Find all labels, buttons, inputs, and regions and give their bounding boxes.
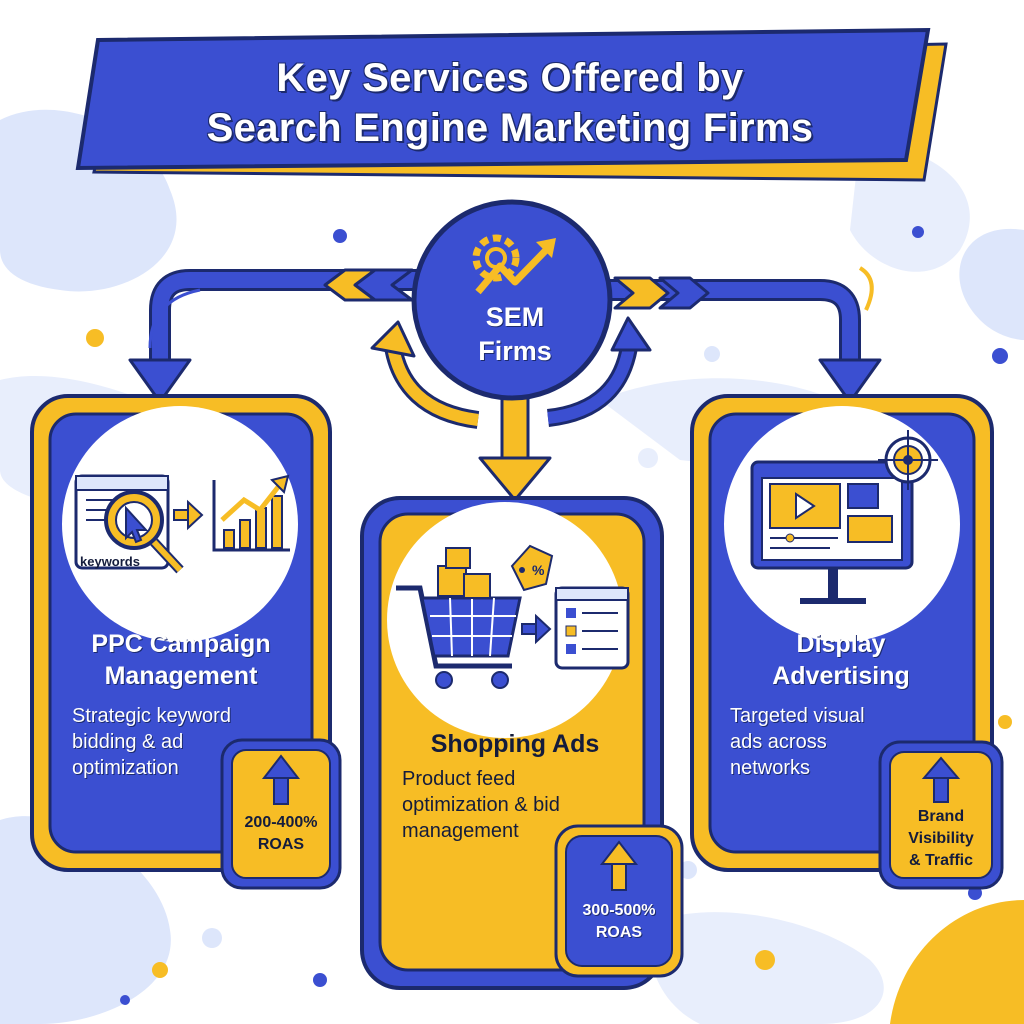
ppc-desc-line-1: Strategic keyword	[72, 705, 231, 727]
roas-badge-shopping	[554, 824, 684, 978]
billboard-monitor-icon	[750, 460, 914, 604]
shopping-badge-line-1: 300-500%	[582, 902, 656, 919]
ppc-description: Strategic keyword bidding & ad optimizat…	[72, 703, 282, 781]
service-card-display	[690, 394, 1004, 890]
shopping-description: Product feed optimization & bid manageme…	[402, 766, 632, 844]
shopping-title: Shopping Ads	[390, 728, 640, 760]
display-badge-line-2: Visibility	[908, 830, 974, 847]
target-icon	[878, 430, 938, 490]
title-line-1: Key Services Offered by	[276, 56, 744, 100]
shopping-desc-line-3: management	[402, 820, 519, 842]
service-card-shopping: %	[360, 496, 684, 990]
up-arrow-icon	[921, 756, 961, 803]
connector-arrows	[128, 266, 882, 502]
shopping-badge-text: 300-500% ROAS	[566, 900, 672, 944]
growth-chart-icon	[212, 474, 290, 552]
keyword-search-icon	[74, 474, 184, 574]
arrow-right-icon	[173, 499, 204, 531]
ppc-title-line-1: PPC Campaign	[91, 630, 271, 658]
ppc-badge-line-1: 200-400%	[244, 814, 318, 831]
shopping-cart-icon	[396, 547, 522, 689]
display-badge-line-3: & Traffic	[908, 852, 973, 869]
display-badge-line-1: Brand	[917, 808, 965, 825]
price-tag-icon: %	[510, 544, 554, 592]
roas-badge-ppc	[220, 738, 342, 890]
display-desc-line-2: ads across	[730, 731, 827, 753]
ppc-title: PPC Campaign Management	[56, 628, 306, 692]
display-description: Targeted visual ads across networks	[730, 703, 930, 781]
hub-label-line-2: Firms	[478, 336, 552, 366]
display-title: Display Advertising	[716, 628, 966, 692]
ppc-desc-line-2: bidding & ad	[72, 731, 184, 753]
title-banner	[75, 27, 948, 182]
brand-badge-display	[878, 740, 1004, 890]
hub-label: SEM Firms	[440, 300, 590, 368]
hub-label-line-1: SEM	[485, 302, 545, 332]
ppc-title-line-2: Management	[104, 662, 258, 690]
ppc-desc-line-3: optimization	[72, 757, 179, 779]
page-title: Key Services Offered by Search Engine Ma…	[110, 48, 910, 158]
sem-hub	[411, 199, 613, 401]
display-title-line-2: Advertising	[772, 662, 910, 690]
shopping-desc-line-1: Product feed	[402, 768, 516, 790]
ppc-badge-line-2: ROAS	[257, 836, 305, 853]
svg-text:%: %	[532, 562, 545, 578]
gear-growth-icon	[472, 234, 556, 295]
display-desc-line-1: Targeted visual	[730, 705, 865, 727]
shopping-badge-line-2: ROAS	[595, 924, 643, 941]
service-card-ppc	[30, 394, 342, 890]
title-line-2: Search Engine Marketing Firms	[206, 106, 814, 150]
up-arrow-icon	[261, 754, 301, 805]
up-arrow-icon	[599, 840, 639, 891]
keywords-label: keywords	[80, 554, 140, 569]
display-desc-line-3: networks	[730, 757, 811, 779]
ppc-badge-text: 200-400% ROAS	[232, 812, 330, 856]
display-badge-text: Brand Visibility & Traffic	[890, 806, 992, 872]
shopping-desc-line-2: optimization & bid	[402, 794, 560, 816]
shopping-title-line-1: Shopping Ads	[430, 730, 600, 758]
product-feed-icon	[554, 586, 630, 670]
display-title-line-1: Display	[796, 630, 886, 658]
arrow-right-icon	[521, 613, 552, 645]
